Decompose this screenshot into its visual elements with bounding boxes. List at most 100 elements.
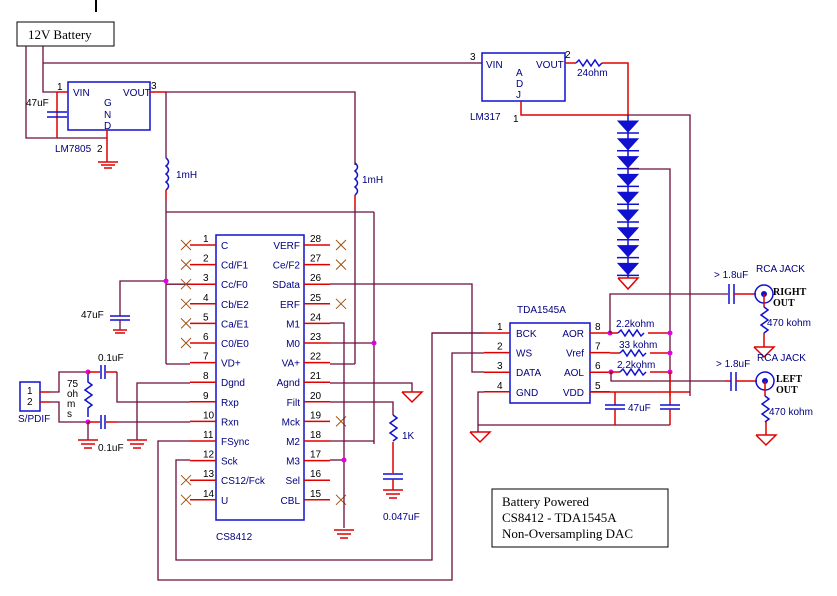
diode-icon — [616, 209, 640, 223]
svg-text:Dgnd: Dgnd — [221, 378, 245, 389]
svg-text:2.2kohm: 2.2kohm — [616, 319, 654, 330]
svg-text:M2: M2 — [286, 437, 300, 448]
diode-icon — [616, 245, 640, 259]
diode-icon — [616, 120, 640, 134]
no-connect-icon — [180, 318, 192, 329]
svg-text:25: 25 — [310, 293, 322, 304]
svg-text:> 1.8uF: > 1.8uF — [716, 359, 750, 370]
battery-box: 12V Battery — [16, 21, 115, 47]
diode-icon — [616, 138, 640, 152]
no-connect-icon — [180, 239, 192, 251]
svg-text:s: s — [67, 409, 72, 420]
diode-icon — [616, 156, 640, 170]
svg-text:M1: M1 — [286, 319, 300, 330]
cs8412-pin-7: 7VD+ — [190, 352, 241, 370]
inductor-2: 1mH — [353, 162, 383, 210]
svg-text:15: 15 — [310, 489, 322, 500]
lm7805-regulator: 1 VIN VOUT G N D 3 LM7805 2 47uF — [26, 81, 356, 169]
svg-text:1: 1 — [57, 82, 63, 93]
diode-icon — [616, 262, 640, 277]
diode-icon — [616, 191, 640, 205]
svg-text:470 kohm: 470 kohm — [767, 318, 811, 329]
svg-text:DATA: DATA — [516, 368, 542, 379]
svg-text:RCA JACK: RCA JACK — [757, 353, 806, 364]
svg-text:A: A — [516, 68, 523, 79]
left-output: RCA JACK > 1.8uF LEFT OUT 470 kohm — [716, 353, 813, 447]
svg-text:OUT: OUT — [773, 298, 795, 309]
svg-text:> 1.8uF: > 1.8uF — [714, 270, 748, 281]
svg-text:8: 8 — [203, 371, 209, 382]
lm317-regulator: 3 VIN VOUT A D J 2 LM317 1 24ohm — [470, 50, 691, 396]
svg-text:Sck: Sck — [221, 457, 239, 468]
svg-text:Mck: Mck — [282, 417, 301, 428]
svg-text:Vref: Vref — [566, 349, 584, 360]
svg-text:28: 28 — [310, 234, 322, 245]
svg-text:OUT: OUT — [776, 385, 798, 396]
svg-text:Sel: Sel — [286, 476, 300, 487]
svg-text:2: 2 — [497, 342, 503, 353]
inductor-1: 1mH — [164, 157, 197, 200]
lm317-label: LM317 — [470, 112, 501, 123]
svg-text:2: 2 — [97, 144, 103, 155]
svg-text:m: m — [67, 399, 75, 410]
battery-label: 12V Battery — [28, 27, 92, 42]
svg-text:M3: M3 — [286, 457, 300, 468]
svg-text:1: 1 — [497, 322, 503, 333]
cs8412-chip: CS8412 — [215, 234, 305, 543]
svg-text:BCK: BCK — [516, 329, 537, 340]
svg-text:14: 14 — [203, 489, 215, 500]
svg-text:GND: GND — [516, 388, 538, 399]
battery-wires — [25, 46, 482, 139]
svg-text:22: 22 — [310, 352, 322, 363]
svg-text:Non-Oversampling DAC: Non-Oversampling DAC — [502, 526, 633, 541]
svg-text:VDD: VDD — [563, 388, 584, 399]
svg-text:0.1uF: 0.1uF — [98, 443, 124, 454]
svg-text:3: 3 — [151, 81, 157, 92]
svg-text:CBL: CBL — [281, 496, 301, 507]
filter-network: 1K 0.047uF — [383, 414, 420, 523]
svg-text:D: D — [516, 79, 523, 90]
svg-text:2: 2 — [565, 50, 571, 61]
svg-text:N: N — [104, 110, 111, 121]
svg-text:6: 6 — [203, 332, 209, 343]
svg-text:D: D — [104, 121, 111, 132]
svg-text:3: 3 — [497, 361, 503, 372]
title-note: Battery Powered CS8412 - TDA1545A Non-Ov… — [491, 488, 669, 548]
svg-text:0.1uF: 0.1uF — [98, 353, 124, 364]
svg-text:C: C — [221, 241, 228, 252]
svg-text:LEFT: LEFT — [776, 374, 802, 385]
svg-text:1mH: 1mH — [362, 175, 383, 186]
svg-text:1: 1 — [27, 386, 33, 397]
svg-text:2: 2 — [203, 254, 209, 265]
svg-text:27: 27 — [310, 254, 322, 265]
supply-rails — [165, 200, 375, 444]
svg-text:WS: WS — [516, 349, 532, 360]
svg-text:M0: M0 — [286, 339, 300, 350]
svg-text:0.047uF: 0.047uF — [383, 512, 420, 523]
no-connect-icon — [180, 278, 192, 290]
no-connect-icon — [180, 474, 192, 486]
cs8412-left-pins: 1C2Cd/F13Cc/F04Cb/E25Ca/E16C0/E07VD+8Dgn… — [166, 234, 266, 507]
svg-text:VOUT: VOUT — [536, 60, 564, 71]
svg-text:AOL: AOL — [564, 368, 584, 379]
svg-text:33 kohm: 33 kohm — [619, 340, 657, 351]
svg-text:7: 7 — [203, 352, 209, 363]
svg-text:5: 5 — [595, 381, 601, 392]
svg-text:12: 12 — [203, 450, 215, 461]
